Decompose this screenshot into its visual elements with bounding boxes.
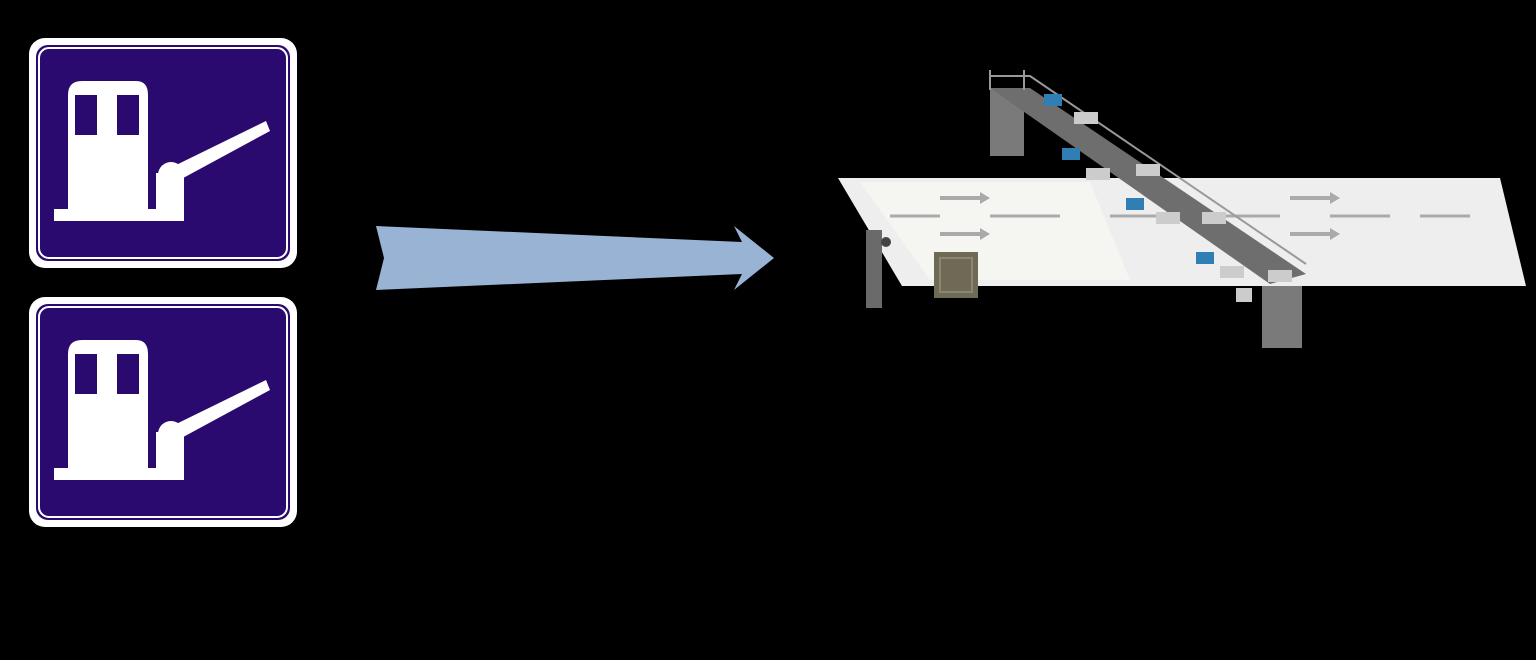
gantry-beam (990, 88, 1306, 284)
roadside-pole (866, 230, 882, 308)
roadside-cabinet (934, 252, 978, 298)
open-road-tolling-gantry-icon (838, 70, 1526, 348)
toll-booth-barrier-icon (29, 38, 297, 268)
toll-readers (1044, 94, 1214, 264)
gantry-cameras (1074, 112, 1292, 302)
open-road-tolling-scene (838, 70, 1526, 348)
lane-direction-arrows (940, 192, 1340, 240)
toll-booth-sign-top (29, 38, 297, 268)
transition-arrow (376, 226, 774, 290)
right-arrow-icon (376, 226, 774, 290)
toll-booth-sign-bottom (29, 297, 297, 527)
gantry-support-right (1262, 286, 1302, 348)
toll-booth-barrier-icon (29, 297, 297, 527)
